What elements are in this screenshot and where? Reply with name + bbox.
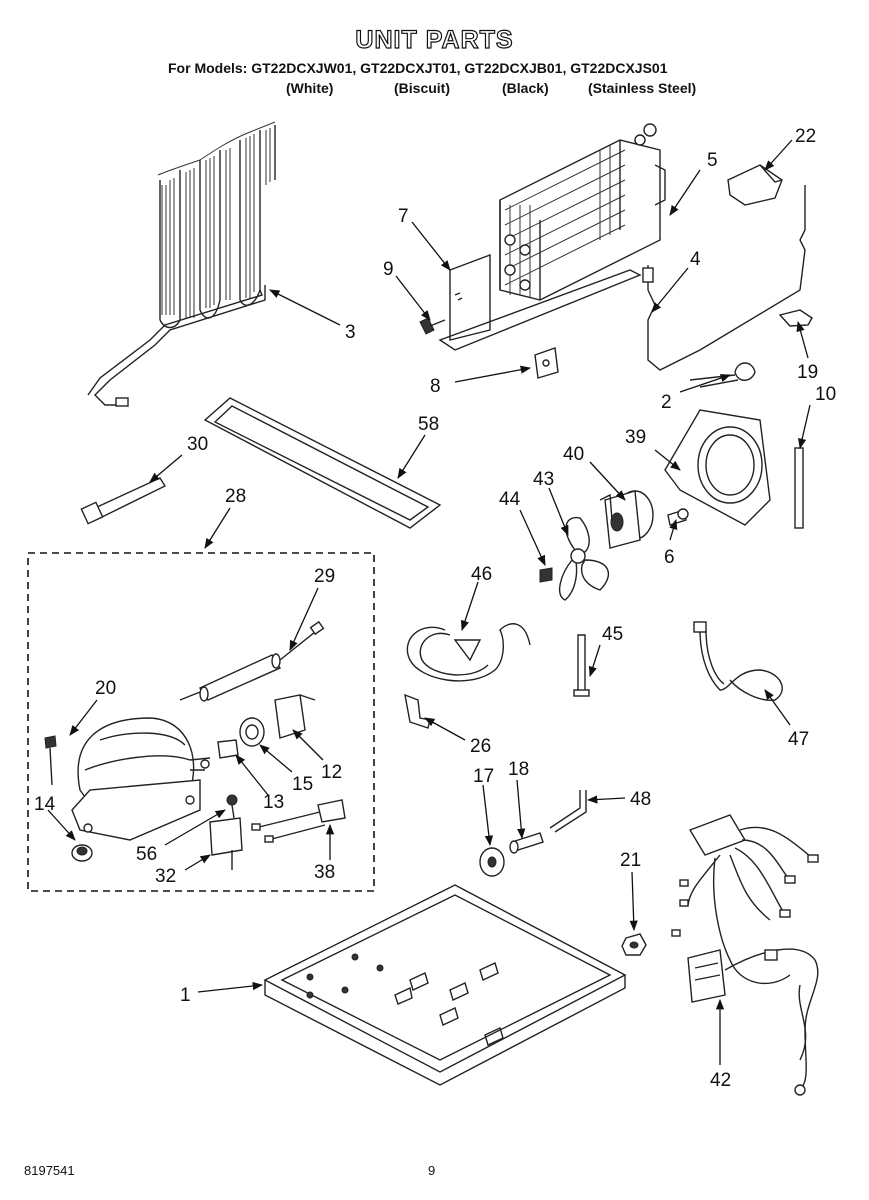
bracket-8 [534,347,559,379]
clip-19 [778,309,813,327]
relay-12 [274,694,316,739]
callout-3: 3 [345,322,356,343]
callout-21: 21 [620,850,641,871]
callout-20: 20 [95,678,116,699]
color-white: (White) [286,80,334,96]
axle-18 [509,832,544,854]
evaporator [499,123,666,301]
callout-labels: 3 7 9 8 5 22 4 19 2 10 39 40 43 44 6 30 … [34,126,836,1091]
page-number: 9 [428,1163,436,1178]
callout-4: 4 [690,249,701,270]
bracket-26 [404,693,431,729]
rod-45 [573,634,590,697]
callout-38: 38 [314,862,335,883]
tube-30 [80,477,167,525]
callout-15: 15 [292,774,313,795]
rod-48 [549,790,587,833]
callout-43: 43 [533,469,554,490]
callout-32: 32 [155,866,176,887]
fan-motor [599,490,654,549]
callout-40: 40 [563,444,584,465]
callout-18: 18 [508,759,529,780]
bolt-20 [44,735,57,786]
callout-29: 29 [314,566,335,587]
callout-7: 7 [398,206,409,227]
drain-pan [203,397,442,529]
callout-19: 19 [797,362,818,383]
capacitor-32 [209,817,243,870]
evaporator-tray [438,253,642,351]
callout-2: 2 [661,392,672,413]
callout-26: 26 [470,736,491,757]
callout-10: 10 [815,384,836,405]
models-line: For Models: GT22DCXJW01, GT22DCXJT01, GT… [168,60,668,76]
page-title: UNIT PARTS [355,25,514,54]
callout-58: 58 [418,414,439,435]
fan-blade [558,516,610,601]
callout-45: 45 [602,624,623,645]
callout-46: 46 [471,564,492,585]
compressor [71,717,211,841]
callout-28: 28 [225,486,246,507]
callout-44: 44 [499,489,521,510]
base-frame [263,884,627,1086]
callout-39: 39 [625,427,646,448]
color-stainless-steel: (Stainless Steel) [588,80,697,96]
grommet-14 [71,844,93,862]
nut-21 [621,933,647,956]
callout-8: 8 [430,376,441,397]
screw-9 [419,317,446,335]
callout-48: 48 [630,789,651,810]
callout-22: 22 [795,126,816,147]
callout-12: 12 [321,762,342,783]
color-biscuit: (Biscuit) [394,80,450,96]
callout-47: 47 [788,729,809,750]
power-plug-2 [689,362,756,388]
defrost-heater-strip [794,447,804,529]
drain-tube-46 [406,623,531,682]
callout-42: 42 [710,1070,731,1091]
callout-1: 1 [180,985,191,1006]
compressor-kit-boundary [27,552,375,892]
condenser-coil [87,121,276,407]
clip-13 [217,739,239,759]
screw-6 [667,508,689,526]
fan-bracket-44 [539,567,553,583]
callout-30: 30 [187,434,208,455]
cover-22 [727,164,783,206]
fan-shroud [664,409,771,526]
drier-filter [179,620,325,702]
callout-17: 17 [473,766,494,787]
callout-9: 9 [383,259,394,280]
overload-15 [239,717,265,747]
wheel-17 [479,847,505,877]
tube-47 [693,621,783,701]
color-black: (Black) [502,80,549,96]
callout-13: 13 [263,792,284,813]
callout-14: 14 [34,794,56,815]
wire-harness-38 [251,799,346,843]
leader-lines [47,139,811,1065]
callout-6: 6 [664,547,675,568]
callout-5: 5 [707,150,718,171]
defrost-wire-harness [642,185,806,371]
callout-56: 56 [136,844,157,865]
main-wiring-harness [671,814,819,1096]
screw-56 [226,794,238,819]
document-number: 8197541 [24,1163,75,1178]
